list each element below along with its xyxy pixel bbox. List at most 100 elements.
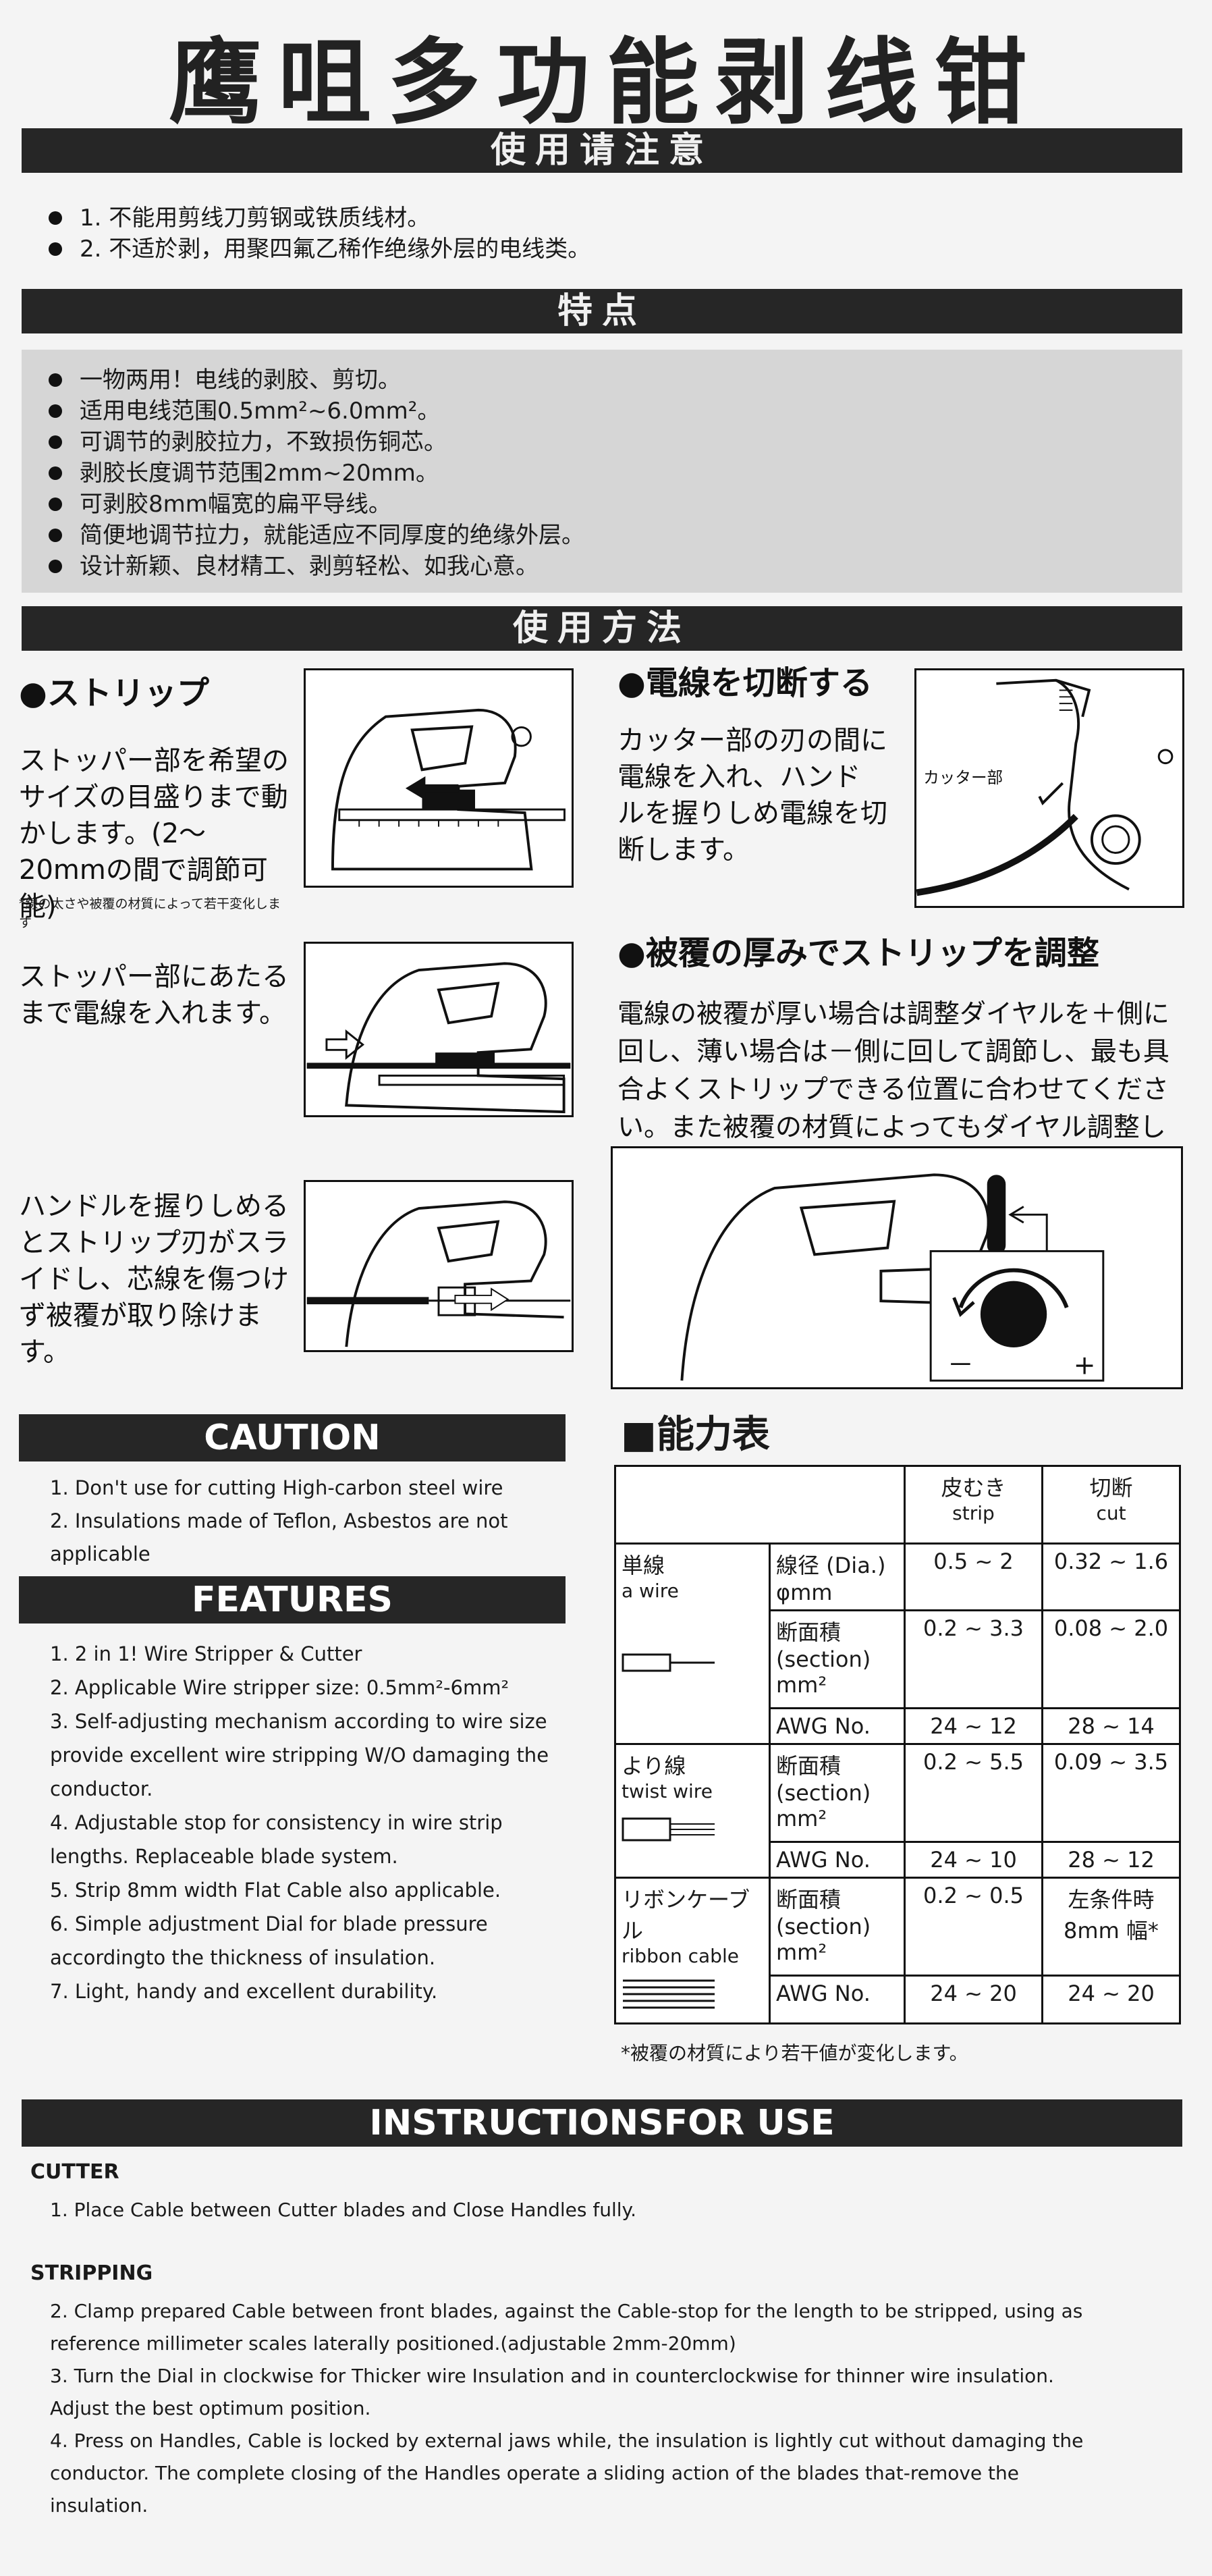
stripper-stopper-illustration: [331, 708, 566, 871]
bullet-icon: [49, 373, 62, 387]
features-cn-list: 一物两用！电线的剥胶、剪切。 适用电线范围0.5mm²~6.0mm²。 可调节的…: [22, 350, 1182, 582]
table-row: 断面積 (section) mm² 0.2 ~ 3.3 0.08 ~ 2.0: [615, 1609, 1181, 1709]
cutter-illustration: カッター部: [916, 678, 1174, 896]
list-item: 2. 不适於剥，用聚四氟乙稀作绝缘外层的电线类。: [40, 234, 1174, 265]
list-item: 6. Simple adjustment Dial for blade pres…: [50, 1912, 488, 1969]
features-cn-panel: 一物两用！电线的剥胶、剪切。 适用电线范围0.5mm²~6.0mm²。 可调节的…: [22, 350, 1182, 593]
dial-plus: +: [1074, 1349, 1096, 1380]
section-cell: 断面積 (section) mm²: [769, 1743, 906, 1843]
list-item: 4. Press on Handles, Cable is locked by …: [50, 2430, 1084, 2517]
table-row: リボンケーブル ribbon cable 断面積 (section) mm² 0…: [614, 1877, 1181, 2024]
ribbon-cable-cell: リボンケーブル ribbon cable: [614, 1877, 771, 2024]
cutter-label: カッター部: [923, 768, 1003, 787]
list-item: 可剥胶8mm幅宽的扁平导线。: [40, 489, 1169, 520]
stripping-instructions: 2. Clamp prepared Cable between front bl…: [19, 2295, 1099, 2522]
stripping-subheading: STRIPPING: [30, 2261, 153, 2285]
list-item: 2. Insulations made of Teflon, Asbestos …: [50, 1509, 508, 1565]
caution-list: 1. Don't use for cutting High-carbon ste…: [19, 1472, 579, 1571]
table-row: AWG No. 24 ~ 10 28 ~ 12: [615, 1841, 1181, 1879]
list-item: 3. Turn the Dial in clockwise for Thicke…: [50, 2365, 1054, 2419]
list-item: 7. Light, handy and excellent durability…: [50, 1980, 438, 2003]
table-cell: 0.2 ~ 3.3: [904, 1609, 1043, 1709]
awg-cell: AWG No.: [769, 1975, 906, 2024]
list-item: 适用电线范围0.5mm²~6.0mm²。: [40, 396, 1169, 427]
bullet-icon: [49, 435, 62, 449]
list-item: 1. 不能用剪线刀剪钢或铁质线材。: [40, 203, 1174, 234]
single-wire-icon: [622, 1653, 715, 1672]
bullet-icon: [49, 560, 62, 573]
usage-heading-bar: 使用方法: [22, 606, 1182, 651]
capacity-note: *被覆の材質により若干値が変化します。: [621, 2042, 968, 2064]
figure-stopper: [304, 668, 574, 888]
table-cell: 0.2 ~ 5.5: [904, 1743, 1043, 1843]
instructions-heading: INSTRUCTIONSFOR USE: [22, 2099, 1182, 2147]
cutter-subheading: CUTTER: [30, 2160, 119, 2184]
strip-title: ●ストリップ: [19, 674, 209, 712]
awg-cell: AWG No.: [769, 1707, 906, 1745]
table-row: AWG No. 24 ~ 12 28 ~ 14: [615, 1707, 1181, 1745]
section-cell: 断面積 (section) mm²: [769, 1609, 906, 1709]
table-cell: 24 ~ 20: [1041, 1975, 1181, 2024]
table-cell: 28 ~ 14: [1041, 1707, 1181, 1745]
figure-adjust-dial: － +: [611, 1146, 1183, 1389]
bullet-icon: [49, 404, 62, 418]
figure-insert-wire: [304, 942, 574, 1117]
strip-action-illustration: [306, 1200, 571, 1347]
cut-text: カッター部の刃の間に電線を入れ、ハンドルを握りしめ電線を切断します。: [617, 725, 887, 865]
table-cell: 0.2 ~ 0.5: [904, 1877, 1043, 1977]
strip-text: ストッパー部を希望のサイズの目盛りまで動かします。(2～20mmの間で調節可能): [19, 745, 289, 922]
usage-heading: 使用方法: [512, 608, 691, 649]
list-item: 可调节的剥胶拉力，不致损伤铜芯。: [40, 427, 1169, 458]
adjust-title: ●被覆の厚みでストリップを調整: [617, 934, 1099, 972]
cut-title: ●電線を切断する: [617, 664, 873, 702]
list-item: 一物两用！电线的剥胶、剪切。: [40, 365, 1169, 396]
caution-heading: CAUTION: [19, 1414, 566, 1461]
bullet-icon: [49, 242, 62, 256]
adjust-dial-illustration: － +: [680, 1173, 1105, 1382]
table-corner: [614, 1465, 906, 1545]
table-cell: 0.08 ~ 2.0: [1041, 1609, 1181, 1709]
table-cell: 0.09 ~ 3.5: [1041, 1743, 1181, 1843]
list-item: 3. Self-adjusting mechanism according to…: [50, 1710, 549, 1800]
list-item: 设计新颖、良材精工、剥剪轻松、如我心意。: [40, 551, 1169, 582]
table-cell: 左条件時 8mm 幅*: [1041, 1877, 1181, 1977]
figure-strip-action: [304, 1180, 574, 1352]
strip-note: *線の太さや被覆の材質によって若干変化します: [19, 896, 281, 930]
awg-cell: AWG No.: [769, 1841, 906, 1879]
bullet-icon: [49, 466, 62, 480]
dia-cell: 線径 (Dia.)φmm: [769, 1542, 906, 1611]
step2-text: ストッパー部にあたるまで電線を入れます。: [19, 961, 289, 1029]
ribbon-cable-icon: [623, 1979, 715, 2009]
notice-heading: 使用请注意: [490, 130, 713, 171]
list-item: 1. Place Cable between Cutter blades and…: [50, 2199, 637, 2221]
list-item: 5. Strip 8mm width Flat Cable also appli…: [50, 1879, 501, 1902]
table-cell: 0.32 ~ 1.6: [1041, 1542, 1181, 1611]
bullet-icon: [49, 498, 62, 511]
features-cn-heading-bar: 特点: [22, 289, 1182, 333]
list-item: 简便地调节拉力，就能适应不同厚度的绝缘外层。: [40, 520, 1169, 551]
list-item: 2. Applicable Wire stripper size: 0.5mm²…: [50, 1676, 509, 1699]
table-row: より線 twist wire 断面積 (section) mm² 0.2 ~ 5…: [614, 1743, 1181, 1879]
table-cell: 24 ~ 20: [904, 1975, 1043, 2024]
list-item: 1. 2 in 1! Wire Stripper & Cutter: [50, 1642, 362, 1665]
capacity-heading: ■能力表: [621, 1413, 770, 1457]
table-row: 単線 a wire 線径 (Dia.)φmm 0.5 ~ 2 0.32 ~ 1.…: [614, 1542, 1181, 1745]
bullet-icon: [49, 529, 62, 542]
single-wire-cell: 単線 a wire: [614, 1542, 771, 1745]
table-cell: 28 ~ 12: [1041, 1841, 1181, 1879]
list-item: 剥胶长度调节范围2mm~20mm。: [40, 458, 1169, 489]
cutter-instructions: 1. Place Cable between Cutter blades and…: [19, 2194, 1166, 2226]
twist-wire-cell: より線 twist wire: [614, 1743, 771, 1879]
page-title: 鹰咀多功能剥线钳: [168, 27, 1043, 137]
notice-heading-bar: 使用请注意: [22, 128, 1182, 173]
dial-minus: －: [947, 1349, 974, 1380]
table-cell: 24 ~ 12: [904, 1707, 1043, 1745]
twist-wire-icon: [622, 1817, 715, 1842]
section-cell: 断面積 (section) mm²: [769, 1877, 906, 1977]
wire-insert-illustration: [306, 962, 571, 1114]
step3-text: ハンドルを握りしめるとストリップ刃がスライドし、芯線を傷つけず被覆が取り除けます…: [19, 1191, 289, 1368]
